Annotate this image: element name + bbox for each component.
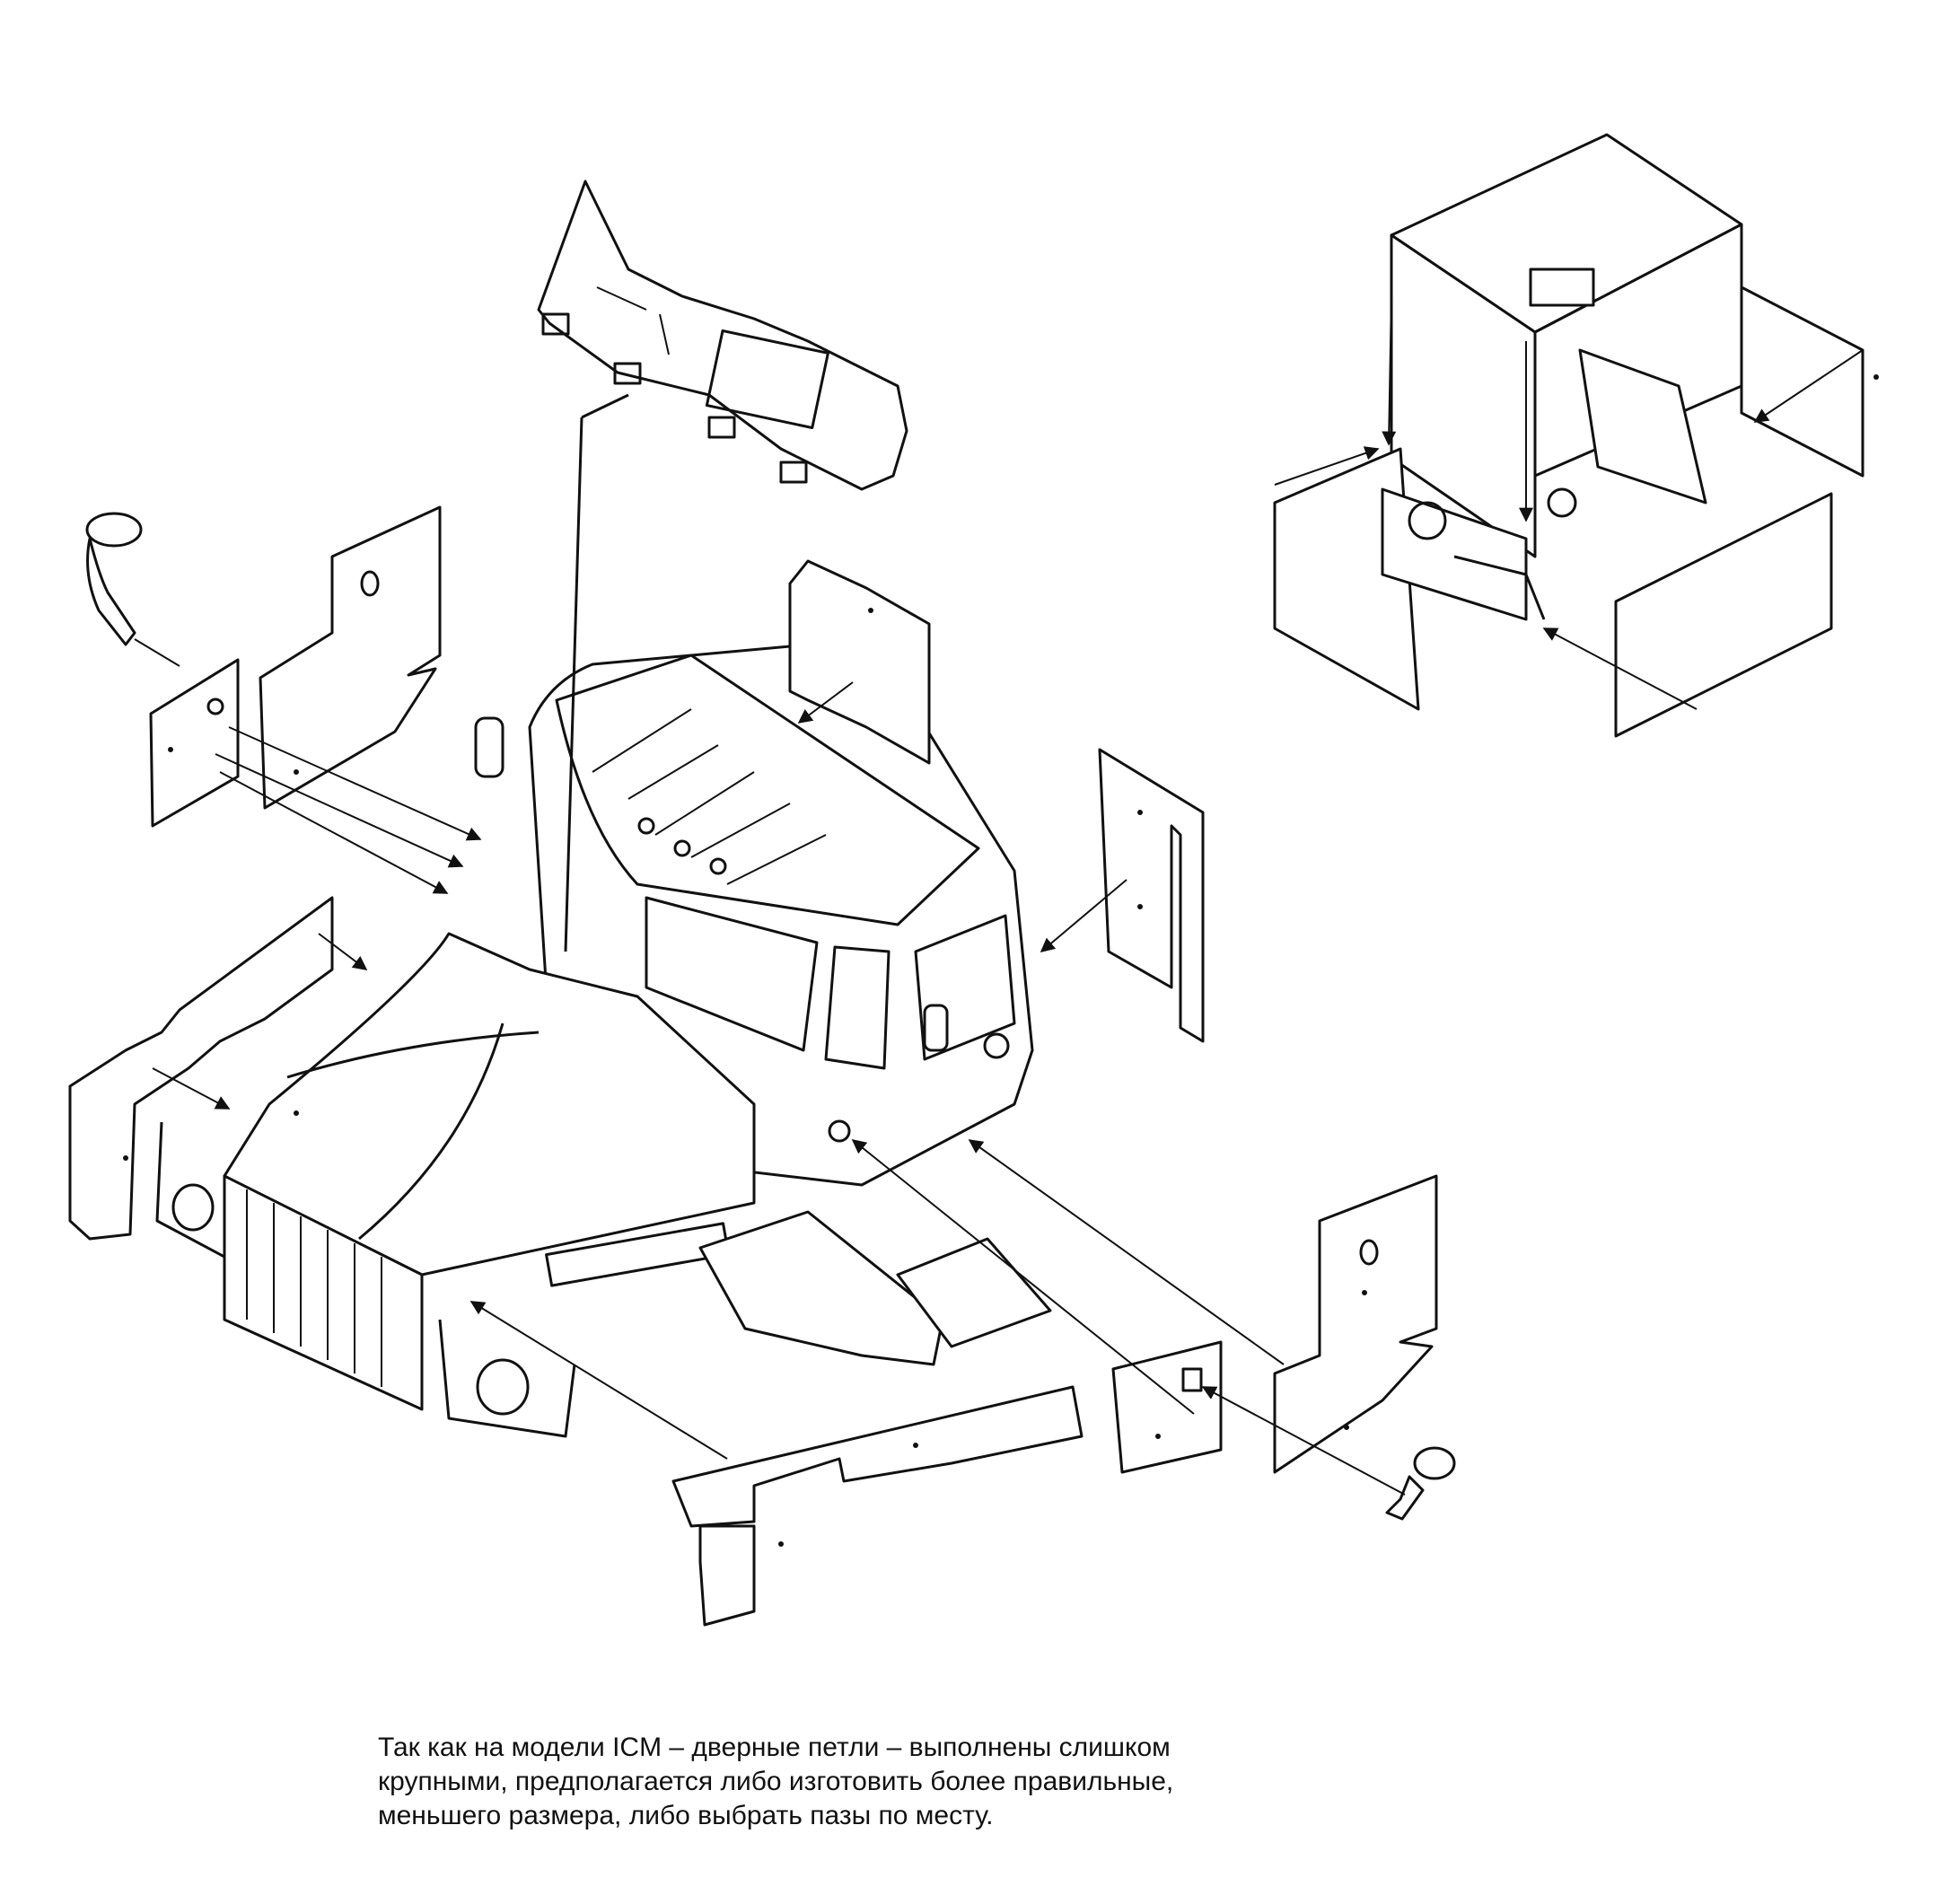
left-door-panel-large: [259, 505, 442, 810]
caption-text: Так как на модели ICM – дверные петли – …: [378, 1731, 1356, 1833]
caption-line-3: меньшего размера, либо выбрать пазы по м…: [378, 1801, 994, 1830]
caption-line-2: крупными, предполагается либо изготовить…: [378, 1767, 1174, 1796]
right-door-panel-upper: [1098, 748, 1205, 1043]
windshield-frame-panel: [537, 180, 908, 491]
assembly-arrows: [152, 295, 1864, 1496]
inset-engine-box-assembly: [1273, 133, 1864, 738]
gear-lever-part: [85, 512, 180, 667]
door-handle-part: [1385, 1446, 1456, 1521]
fastener-marks: [123, 374, 1879, 1547]
right-lower-door-panel-large: [1273, 1174, 1438, 1474]
right-rear-panel-upper: [788, 559, 931, 765]
exploded-cab-assembly-diagram: [68, 133, 1879, 1627]
truck-cab-body: [155, 645, 1052, 1438]
right-lower-door-panel-small: [1111, 1340, 1223, 1474]
left-door-panel-small: [149, 658, 240, 828]
running-board-panel: [671, 1385, 1084, 1627]
caption-line-1: Так как на модели ICM – дверные петли – …: [378, 1733, 1171, 1762]
front-left-fender-panel: [68, 896, 334, 1241]
tall-transparent-sheet: [564, 393, 629, 952]
